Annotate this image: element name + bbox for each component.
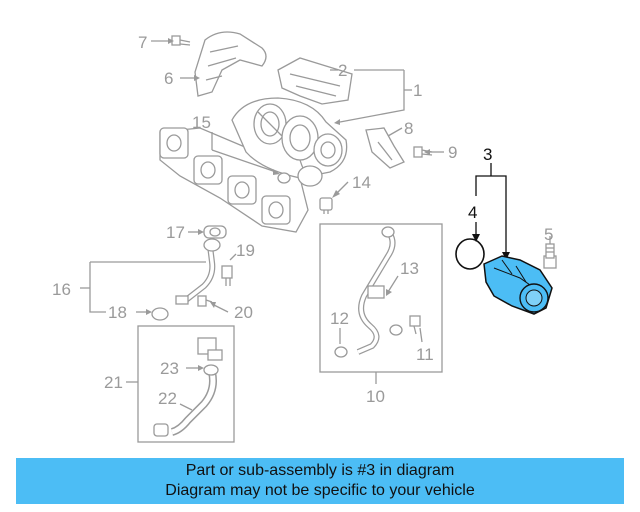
part-17-gasket[interactable] [203, 225, 227, 239]
part-18-ring[interactable] [151, 307, 169, 321]
callout-11[interactable]: 11 [416, 345, 434, 364]
callout-3[interactable]: 3 [483, 145, 492, 164]
callout-line-13 [387, 275, 399, 293]
callout-line-15 [211, 149, 277, 173]
callout-10[interactable]: 10 [366, 387, 385, 406]
callout-2[interactable]: 2 [338, 61, 347, 80]
part-8-bracket[interactable] [365, 127, 405, 169]
callout-15[interactable]: 15 [192, 113, 211, 132]
part-12-ring[interactable] [334, 346, 348, 358]
callout-12[interactable]: 12 [330, 309, 349, 328]
callout-line-22 [179, 403, 193, 411]
part-7-bolt[interactable] [171, 35, 191, 46]
callout-9[interactable]: 9 [448, 143, 457, 162]
part-1-turbocharger-assembly[interactable] [159, 97, 348, 233]
callout-line-19 [229, 253, 237, 261]
banner-line-2: Diagram may not be specific to your vehi… [165, 482, 475, 499]
callout-8[interactable]: 8 [404, 119, 413, 138]
part-5-bolt[interactable] [543, 243, 557, 269]
callout-23[interactable]: 23 [160, 359, 179, 378]
callout-18[interactable]: 18 [108, 303, 127, 322]
callout-line-11 [419, 327, 423, 343]
callout-6[interactable]: 6 [164, 69, 173, 88]
callout-5[interactable]: 5 [544, 225, 553, 244]
callout-20[interactable]: 20 [234, 303, 253, 322]
callout-16[interactable]: 16 [52, 280, 71, 299]
part-14-fitting[interactable] [319, 197, 333, 214]
callout-19[interactable]: 19 [236, 241, 255, 260]
banner-line-1: Part or sub-assembly is #3 in diagram [185, 462, 455, 479]
part-3-housing-highlighted[interactable] [483, 255, 553, 315]
callout-17[interactable]: 17 [166, 223, 185, 242]
part-15-gasket[interactable] [277, 172, 291, 184]
part-10-coolant-line[interactable] [356, 226, 396, 355]
group-box-10 [319, 223, 443, 373]
group-box-21 [137, 325, 235, 443]
callout-21[interactable]: 21 [104, 373, 123, 392]
callout-1[interactable]: 1 [413, 81, 422, 100]
callout-13[interactable]: 13 [400, 259, 419, 278]
callout-line-8 [387, 127, 403, 137]
callout-line-3 [475, 175, 507, 252]
part-22-hose[interactable] [153, 364, 219, 437]
part-20-bolt[interactable] [197, 295, 213, 307]
part-11-bolt[interactable] [409, 315, 421, 335]
callout-line-1 [339, 70, 405, 123]
callout-14[interactable]: 14 [352, 173, 371, 192]
part-23-connector[interactable] [197, 337, 223, 361]
part-6-heat-shield[interactable] [194, 31, 267, 97]
info-banner: Part or sub-assembly is #3 in diagram Di… [16, 458, 624, 504]
callout-22[interactable]: 22 [158, 389, 177, 408]
parts-diagram: 7 6 2 1 [52, 31, 557, 443]
callout-7[interactable]: 7 [138, 33, 147, 52]
callout-4[interactable]: 4 [468, 203, 477, 222]
part-4-o-ring[interactable] [455, 238, 485, 270]
part-16-oil-line[interactable] [175, 238, 221, 305]
part-19-bolt[interactable] [221, 265, 233, 286]
callout-line-16 [89, 262, 106, 313]
